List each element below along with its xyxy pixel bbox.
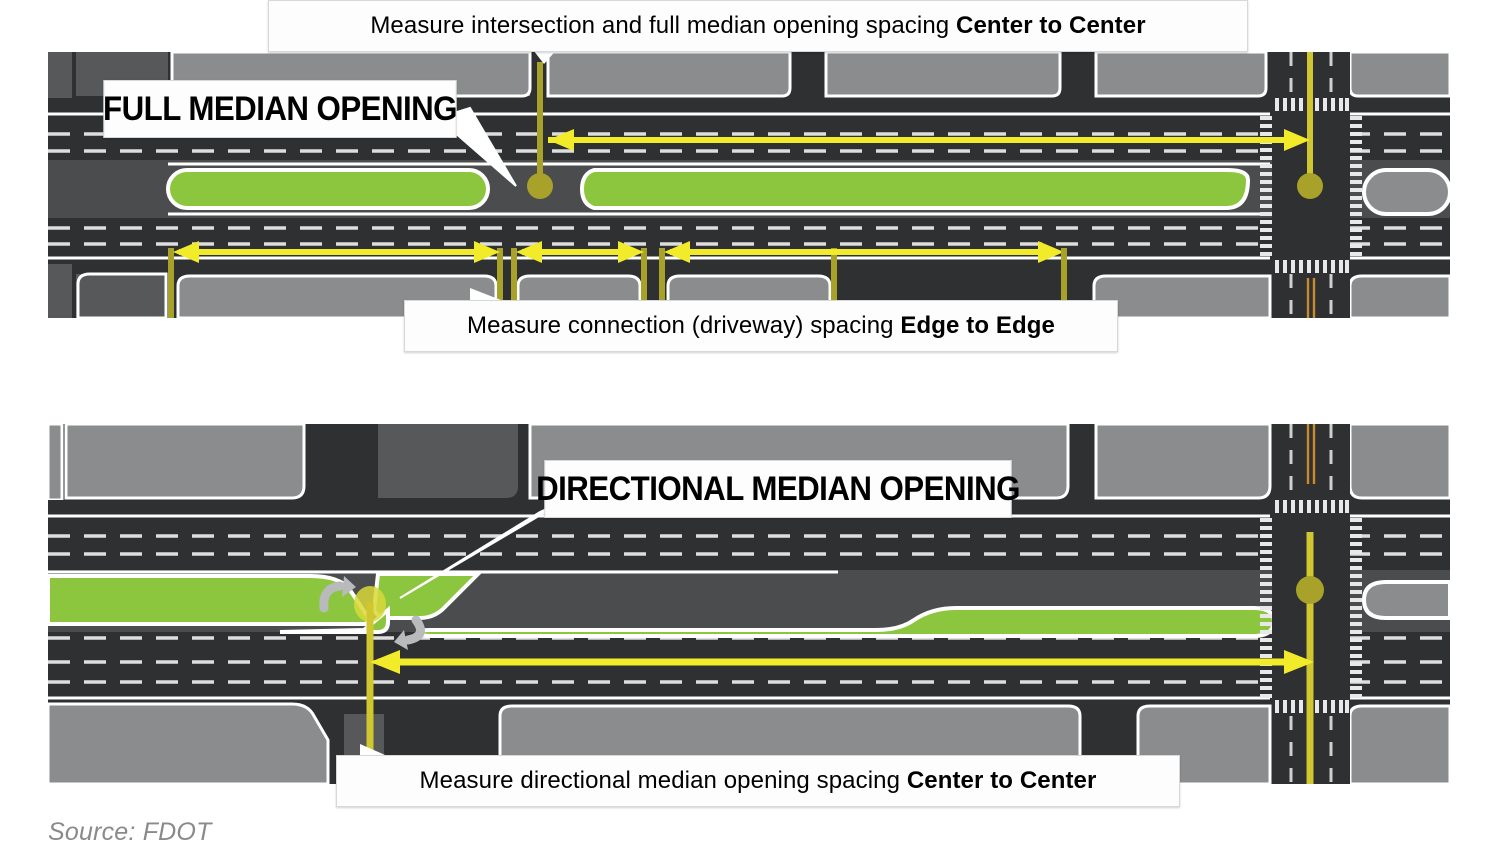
- callout-text-directional-median-opening: DIRECTIONAL MEDIAN OPENING: [536, 469, 1020, 508]
- callout-directional-median-opening: DIRECTIONAL MEDIAN OPENING: [536, 460, 1020, 518]
- callout-text-directional: Measure directional median opening spaci…: [419, 767, 1097, 794]
- parcel-southeast: [1092, 274, 1272, 318]
- dimension-arrowhead-left-bottom: [370, 650, 400, 674]
- edge-span-2-arrow-left: [516, 241, 542, 263]
- left-turn-arrow-westbound-path: [319, 581, 345, 613]
- edge-span-1-arrow-right: [474, 241, 500, 263]
- east-median-island: [1362, 168, 1450, 216]
- callout-intersection-center-to-center: Measure intersection and full median ope…: [268, 0, 1248, 52]
- dimension-edge-to-edge-group: [168, 241, 1067, 318]
- lane-dashes-north-bottom: [48, 534, 1450, 556]
- left-turn-arrow-eastbound-head: [394, 630, 408, 650]
- dimension-arrowhead-right: [1284, 129, 1310, 151]
- dimension-arrowhead-left: [548, 129, 574, 151]
- turn-movement-arrows: [319, 581, 425, 645]
- median-island-west: [166, 168, 490, 210]
- edge-span-2-arrow-right: [618, 241, 644, 263]
- left-turn-arrow-eastbound-path: [403, 615, 425, 645]
- cross-street-centerline: [1306, 278, 1316, 318]
- east-median-island-bottom: [1361, 580, 1450, 620]
- callout-text-connection: Measure connection (driveway) spacing Ed…: [467, 312, 1055, 339]
- callout-text-full-median-opening: FULL MEDIAN OPENING: [103, 89, 457, 128]
- callout-text-intersection: Measure intersection and full median ope…: [370, 12, 1146, 39]
- left-turn-arrow-westbound-head: [342, 576, 356, 597]
- dimension-arrowhead-right-bottom: [1284, 650, 1314, 674]
- top-panel-illustration: [48, 52, 1450, 318]
- parcel-n2: [1094, 424, 1272, 500]
- edge-span-3-arrow-right: [1038, 241, 1064, 263]
- callout-full-median-opening: FULL MEDIAN OPENING: [103, 80, 457, 138]
- lane-dashes-south: [48, 226, 1450, 246]
- dimension-center-to-center-bottom: [366, 532, 1324, 784]
- callout-directional-center-to-center: Measure directional median opening spaci…: [336, 755, 1180, 807]
- reference-dot-intersection: [1297, 173, 1323, 199]
- top-panel-svg: [48, 52, 1450, 318]
- parcel-nw: [64, 424, 306, 500]
- median-island-group: [166, 168, 1251, 210]
- crosswalk-east: [1350, 116, 1362, 256]
- source-label: Source: FDOT: [48, 818, 212, 846]
- median-island-south-wedge: [279, 605, 390, 634]
- crosswalk-north-bottom: [1275, 500, 1349, 513]
- callout-connection-edge-to-edge: Measure connection (driveway) spacing Ed…: [404, 300, 1118, 352]
- parcel-se: [1348, 704, 1450, 784]
- parcel-ne: [1348, 424, 1450, 500]
- edge-span-3-arrow-left: [664, 241, 690, 263]
- crosswalk-south: [1272, 260, 1350, 273]
- reference-dot-median-opening: [527, 173, 553, 199]
- dimension-center-to-center-top: [527, 52, 1323, 199]
- crosswalk-west-bottom: [1260, 518, 1272, 698]
- edge-span-1-arrow-left: [173, 241, 199, 263]
- cross-street-centerline-bottom: [1306, 424, 1316, 484]
- crosswalk-east-bottom: [1350, 518, 1362, 698]
- median-island-east: [579, 168, 1251, 210]
- lane-dashes-north: [48, 132, 1450, 153]
- north-parcels: [48, 52, 1450, 108]
- crosswalk-west: [1260, 116, 1272, 256]
- parcel-sw: [48, 702, 330, 784]
- reference-dot-intersection-bottom: [1296, 576, 1324, 604]
